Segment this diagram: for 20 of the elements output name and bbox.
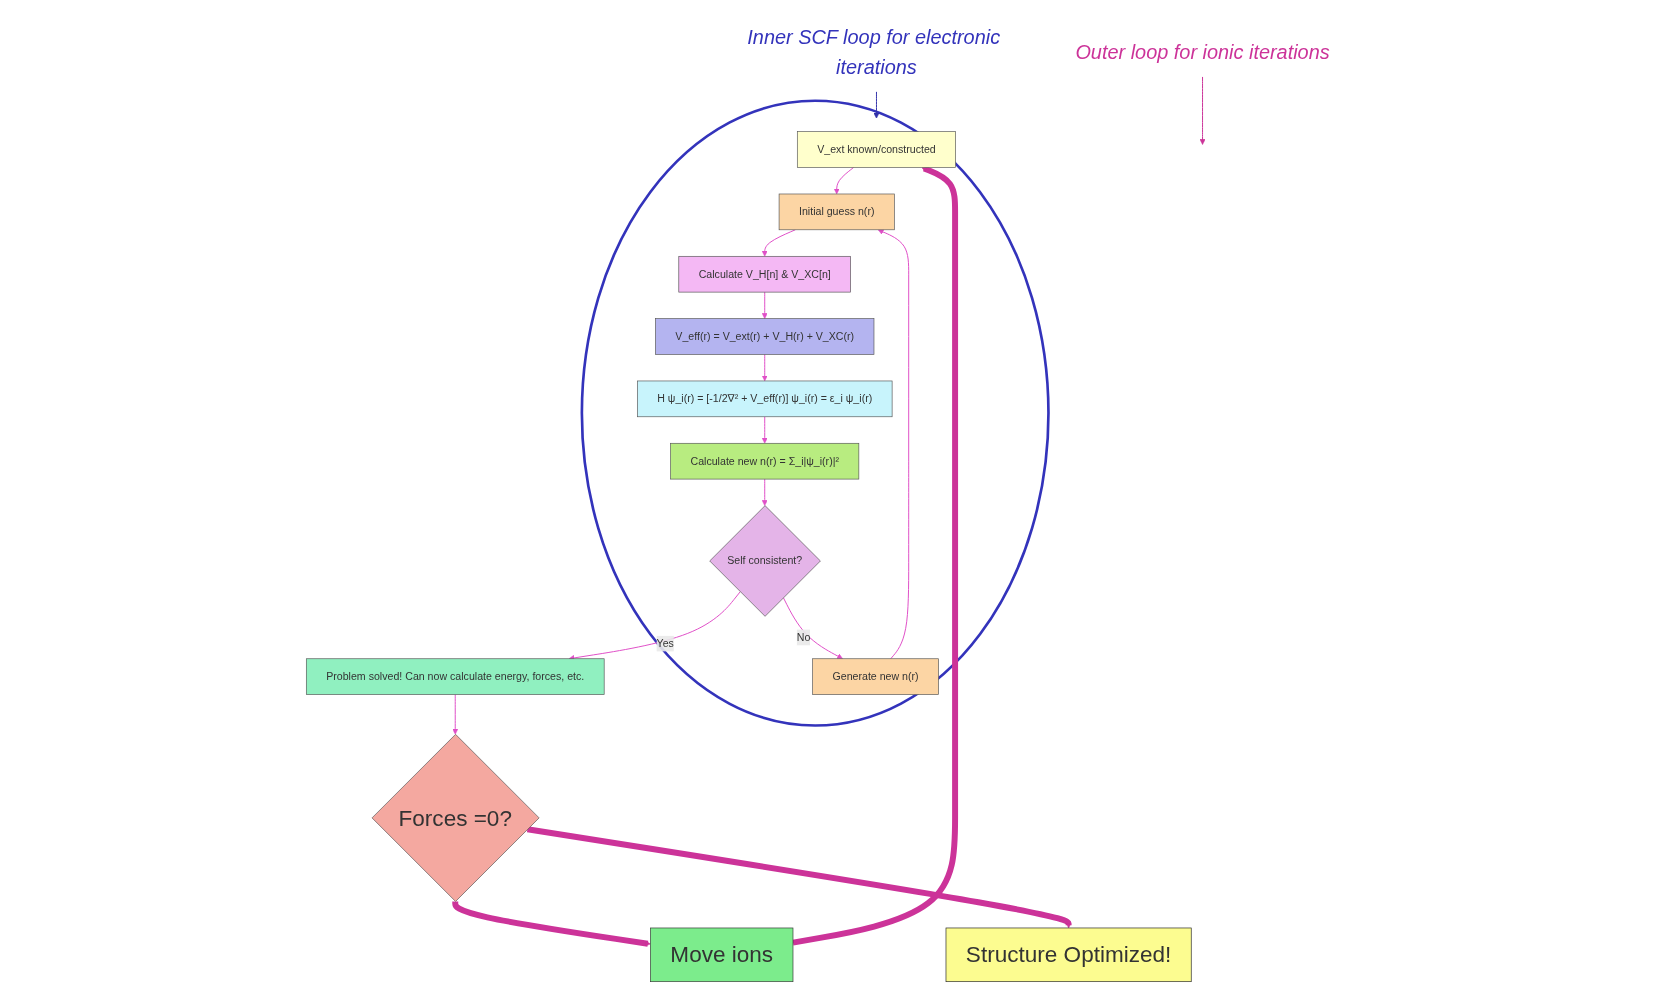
node-box: Problem solved! Can now calculate energy, forces, etc.	[305, 657, 605, 695]
arrow	[1199, 75, 1205, 145]
node-box: V_ext known/constructed	[796, 130, 956, 168]
arrow	[526, 825, 1072, 928]
node-text: Outer loop for ionic iterations	[1074, 40, 1330, 63]
node-box: Calculate new n(r) = Σ_i|ψ_i(r)|²	[669, 442, 859, 479]
arrow	[451, 900, 651, 947]
node-box: Move ions	[649, 927, 793, 982]
node-box: Calculate V_H[n] & V_XC[n]	[678, 255, 851, 292]
node-box: V_eff(r) = V_ext(r) + V_H(r) + V_XC(r)	[654, 317, 874, 355]
node-box: H ψ_i(r) = [-1/2∇² + V_eff(r)] ψ_i(r) = ε_i ψ_i(r)	[636, 380, 892, 417]
node-diamond: Forces =0?	[371, 733, 539, 902]
node-box: Structure Optimized!	[945, 927, 1192, 982]
node-diamond: Self consistent?	[708, 504, 821, 617]
node-text: Inner SCF loop for electronic iterations	[746, 25, 1000, 78]
edge-label: Yes	[656, 637, 674, 649]
edge-label: No	[796, 630, 810, 643]
node-box: Generate new n(r)	[811, 657, 939, 695]
arrow	[761, 291, 768, 319]
node-box: Initial guess n(r)	[778, 193, 895, 230]
